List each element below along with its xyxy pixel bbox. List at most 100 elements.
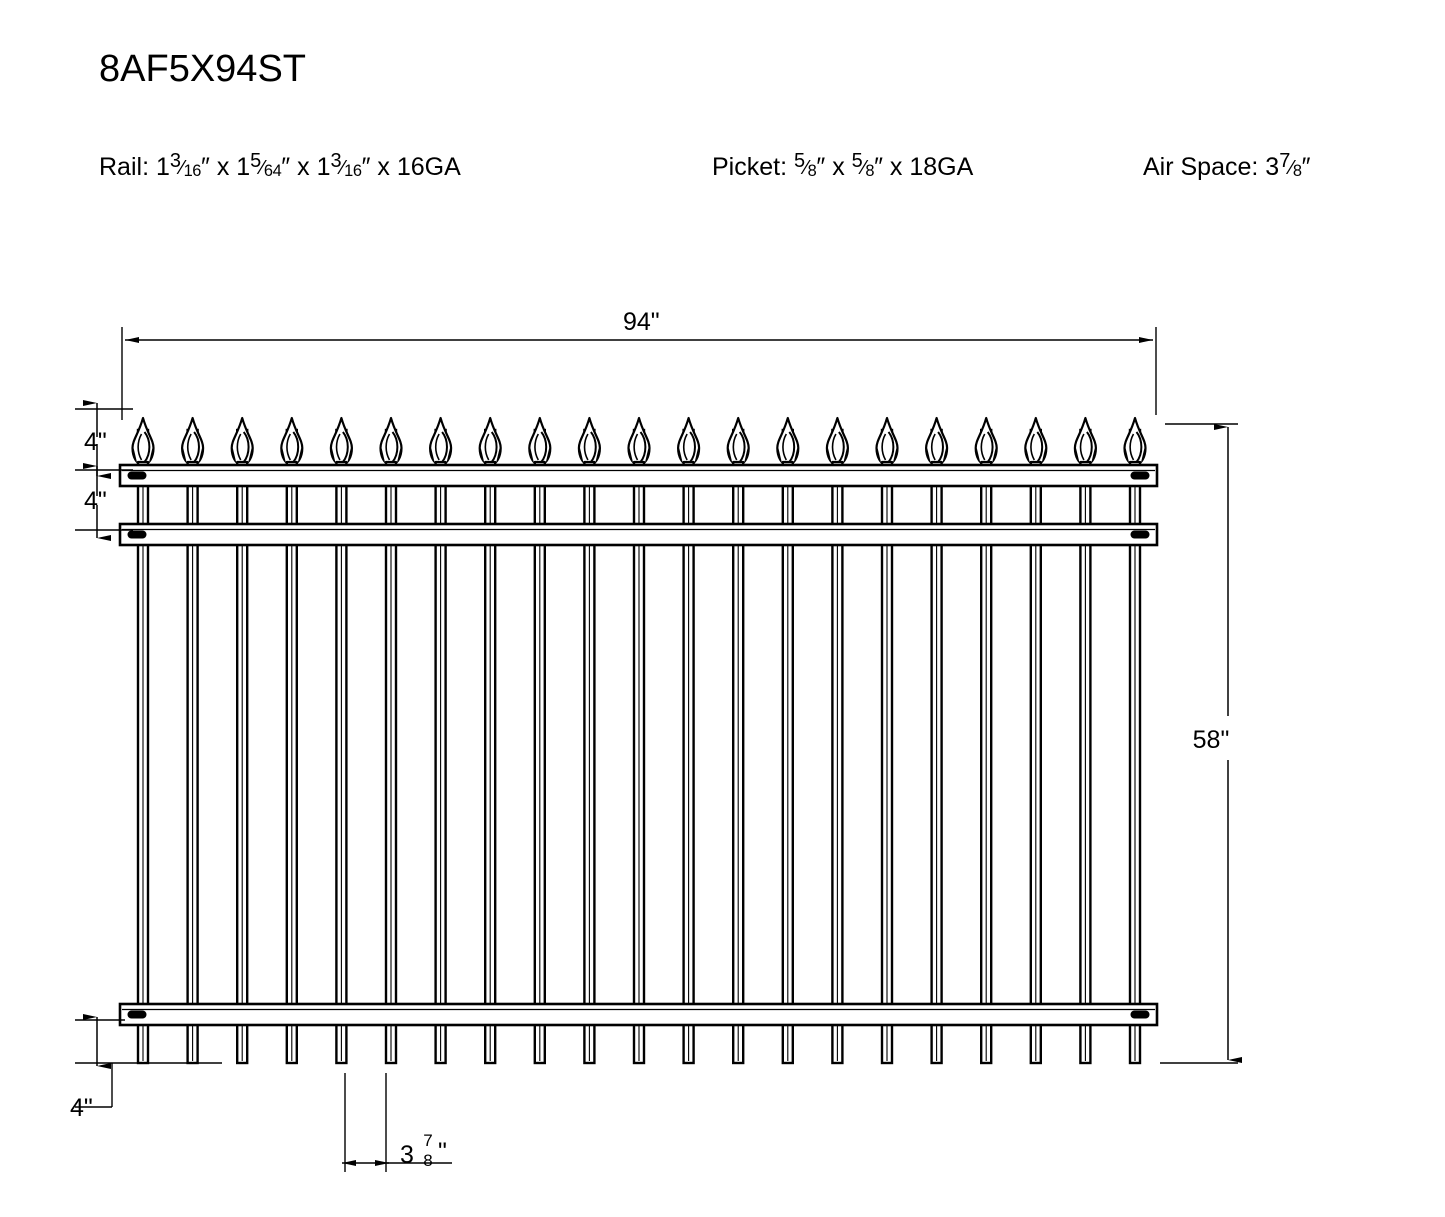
picket-tip-detail xyxy=(441,431,448,463)
picket-spear-tip xyxy=(577,416,601,464)
picket-tip-detail-inner xyxy=(682,433,688,461)
picket-tip-detail xyxy=(490,431,498,463)
picket-spear-tip xyxy=(825,416,849,464)
picket-tip-detail-inner xyxy=(1030,433,1036,461)
picket-tip-detail-inner xyxy=(732,433,738,461)
picket-tip-detail xyxy=(788,431,796,463)
picket-dim1-num: 5 xyxy=(793,150,805,173)
picket-spear-tip xyxy=(280,416,304,464)
rail-dim1-fraction: 3⁄16 xyxy=(169,150,202,180)
picket-tip-detail-inner xyxy=(534,433,540,461)
rail-end-slot xyxy=(1130,530,1150,539)
picket-tip-detail xyxy=(540,431,548,463)
picket xyxy=(577,416,601,1065)
picket-dim2-inch: ″ xyxy=(874,153,883,181)
rail-gauge: 16GA xyxy=(396,153,461,181)
dim-label-airspace-numerator: 7 xyxy=(423,1131,432,1150)
picket-spear-tip xyxy=(627,416,651,464)
picket xyxy=(429,416,453,1065)
rail-dim2-whole: 1 xyxy=(236,153,251,181)
dim-label-tip-to-top-rail: 4" xyxy=(84,428,107,456)
rail-group xyxy=(118,463,1159,1027)
picket-spear-tip xyxy=(379,416,403,464)
picket xyxy=(230,416,254,1065)
picket-mult-1: x xyxy=(832,153,845,181)
picket xyxy=(726,416,750,1065)
rail-mult-3: x xyxy=(377,153,390,181)
rail-dim2-den: 64 xyxy=(263,161,282,180)
rail-body xyxy=(118,522,1159,547)
picket-tip-detail-inner xyxy=(236,433,242,461)
picket-tip-detail-inner xyxy=(980,433,986,461)
rail-dim1-num: 3 xyxy=(169,150,181,173)
picket-tip-detail xyxy=(639,431,647,463)
dimension-group xyxy=(75,327,1242,1172)
picket-dim1-fraction: 5⁄8 xyxy=(793,150,817,180)
page-title: 8AF5X94ST xyxy=(99,48,306,90)
rail xyxy=(118,522,1159,547)
picket-tip-detail-inner xyxy=(335,433,341,461)
picket-gauge: 18GA xyxy=(909,153,974,181)
rail-dim3-den: 16 xyxy=(344,161,362,180)
rail-dim3-whole: 1 xyxy=(316,153,331,181)
picket-spear-tip xyxy=(528,416,552,464)
picket xyxy=(925,416,949,1065)
picket-spear-tip xyxy=(131,416,155,464)
picket-spear-tip xyxy=(230,416,254,464)
picket xyxy=(181,416,205,1065)
picket-tip-detail-inner xyxy=(881,433,887,461)
airspace-fraction: 7⁄8 xyxy=(1279,150,1302,180)
dim-label-overall-width: 94" xyxy=(623,308,660,336)
picket-spear-tip xyxy=(974,416,998,464)
rail-spec-label: Rail: xyxy=(99,153,150,181)
picket-tip-detail xyxy=(193,431,200,463)
picket-spec: Picket: 5⁄8″ x 5⁄8″ x 18GA xyxy=(712,150,974,182)
picket-spear-tip xyxy=(726,416,750,464)
rail-dim2-num: 5 xyxy=(250,150,261,173)
rail-dim1-whole: 1 xyxy=(155,153,170,181)
dimension-labels: 94" 58" 4" 4" 4" 3 7 8 " xyxy=(70,308,1229,1170)
dim-label-airspace-denominator: 8 xyxy=(423,1151,432,1170)
dim-label-airspace-inch: " xyxy=(438,1138,447,1166)
rail-end-slot xyxy=(127,471,147,480)
airspace-den: 8 xyxy=(1292,161,1302,180)
picket-tip-detail-inner xyxy=(385,433,391,461)
picket-tip-detail xyxy=(738,431,746,463)
rail-dim1-inch: ″ xyxy=(201,153,210,181)
picket-group xyxy=(131,416,1147,1065)
dim-label-airspace-whole: 3 xyxy=(400,1141,414,1169)
picket-dim2-fraction: 5⁄8 xyxy=(851,150,875,180)
picket xyxy=(627,416,651,1065)
picket-tip-detail xyxy=(292,431,300,463)
picket-tip-detail xyxy=(1086,431,1093,463)
rail-spec: Rail: 13⁄16″ x 15⁄64″ x 13⁄16″ x 16GA xyxy=(99,150,461,182)
dim-label-overall-height: 58" xyxy=(1193,726,1230,754)
picket xyxy=(875,416,899,1065)
rail-mult-1: x xyxy=(216,153,230,181)
dim-label-rail-to-rail: 4" xyxy=(84,487,107,515)
picket-dim2-den: 8 xyxy=(865,161,875,180)
picket-tip-detail xyxy=(937,431,944,463)
picket-tip-detail xyxy=(689,431,696,463)
picket-tip-detail-inner xyxy=(484,433,490,461)
picket-spear-tip xyxy=(1024,416,1048,464)
picket xyxy=(776,416,800,1065)
picket-tip-detail xyxy=(838,431,845,463)
picket xyxy=(528,416,552,1065)
rail-dim3-num: 3 xyxy=(330,150,342,173)
picket-tip-detail xyxy=(391,431,399,463)
picket-spear-tip xyxy=(776,416,800,464)
picket-spear-tip xyxy=(329,416,353,464)
airspace-num: 7 xyxy=(1279,150,1290,173)
picket-spear-tip xyxy=(478,416,502,464)
picket xyxy=(329,416,353,1065)
picket-spear-tip xyxy=(1123,416,1147,464)
picket-tip-detail-inner xyxy=(930,433,936,461)
picket-tip-detail-inner xyxy=(583,433,589,461)
airspace-spec-label: Air Space: xyxy=(1143,153,1259,181)
rail-dim2-inch: ″ xyxy=(281,153,291,181)
picket xyxy=(379,416,403,1065)
picket xyxy=(1123,416,1147,1065)
picket-spear-tip xyxy=(181,416,205,464)
rail-dim2-fraction: 5⁄64 xyxy=(250,150,282,180)
